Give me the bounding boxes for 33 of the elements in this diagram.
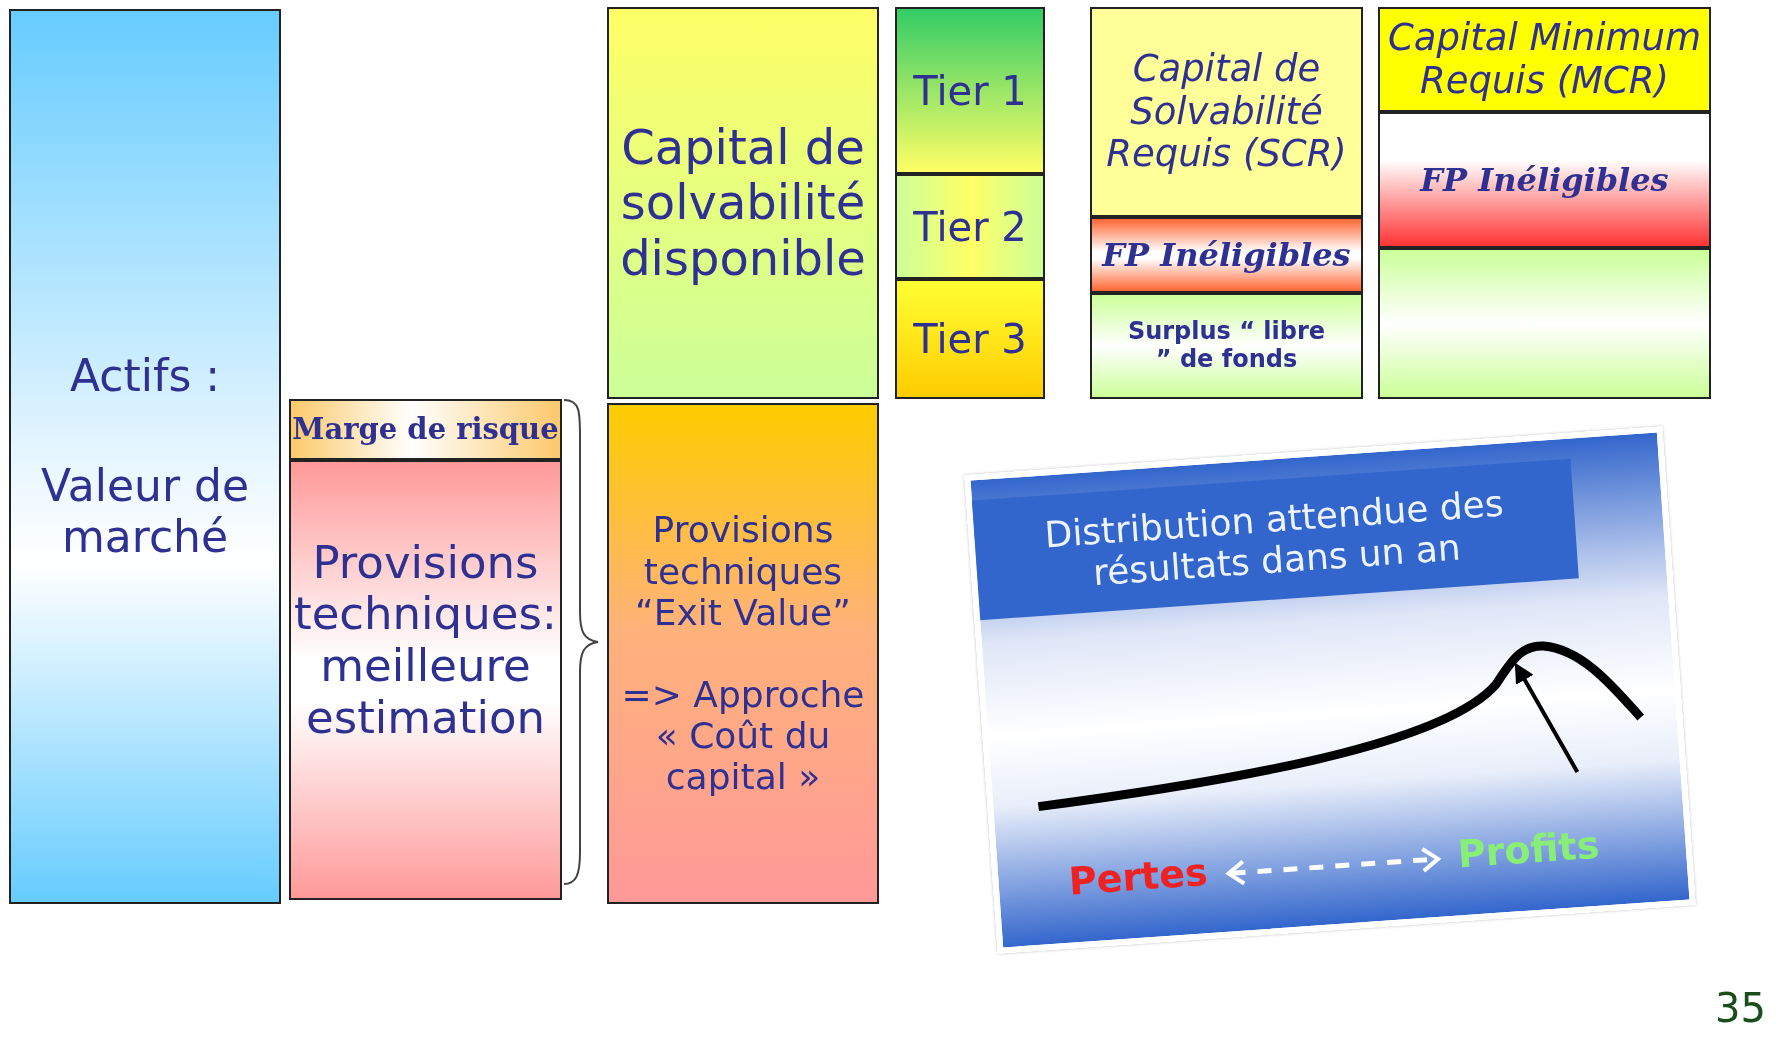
surplus-box <box>1378 248 1711 399</box>
provisions-box <box>607 403 879 904</box>
page-number: 35 <box>1715 985 1766 1031</box>
axis-label: Profits <box>1456 822 1601 877</box>
ineligible-box <box>1378 112 1711 248</box>
risk-margin-box <box>289 399 562 460</box>
box-label: Valeur de marché <box>40 461 250 563</box>
box-label: FP Inéligibles <box>1420 161 1669 199</box>
box-label: Tier 3 <box>913 316 1027 362</box>
tier-box <box>895 174 1045 279</box>
axis-label: Pertes <box>1067 850 1209 904</box>
box-label: Tier 2 <box>913 203 1027 250</box>
tier-box <box>895 279 1045 399</box>
tier-box <box>895 7 1045 174</box>
box-label: Provisions techniques: meilleure estimation <box>293 536 558 744</box>
box-label: Capital de Solvabilité Requis (SCR) <box>1105 48 1348 176</box>
box-label: => Approche « Coût du capital » <box>620 673 866 798</box>
capital-box <box>607 7 879 399</box>
ineligible-box <box>1090 217 1363 293</box>
box-label: Provisions techniques “Exit Value” <box>634 509 852 634</box>
provisions-box <box>289 460 562 900</box>
box-label: Capital de solvabilité disponible <box>619 120 867 286</box>
mcr-box <box>1378 7 1711 112</box>
box-label: Actifs : <box>69 350 221 402</box>
box-label: Surplus “ libre ” de fonds <box>1126 318 1327 374</box>
box-label: Capital Minimum Requis (MCR) <box>1387 16 1702 103</box>
box-label: Marge de risque <box>292 412 559 447</box>
surplus-box <box>1090 293 1363 399</box>
box-label: Tier 1 <box>913 67 1027 114</box>
assets-box <box>9 9 281 904</box>
chart-title: Distribution attendue des résultats dans un an <box>1042 481 1506 596</box>
scr-box <box>1090 7 1363 217</box>
box-label: FP Inéligibles <box>1102 236 1351 274</box>
